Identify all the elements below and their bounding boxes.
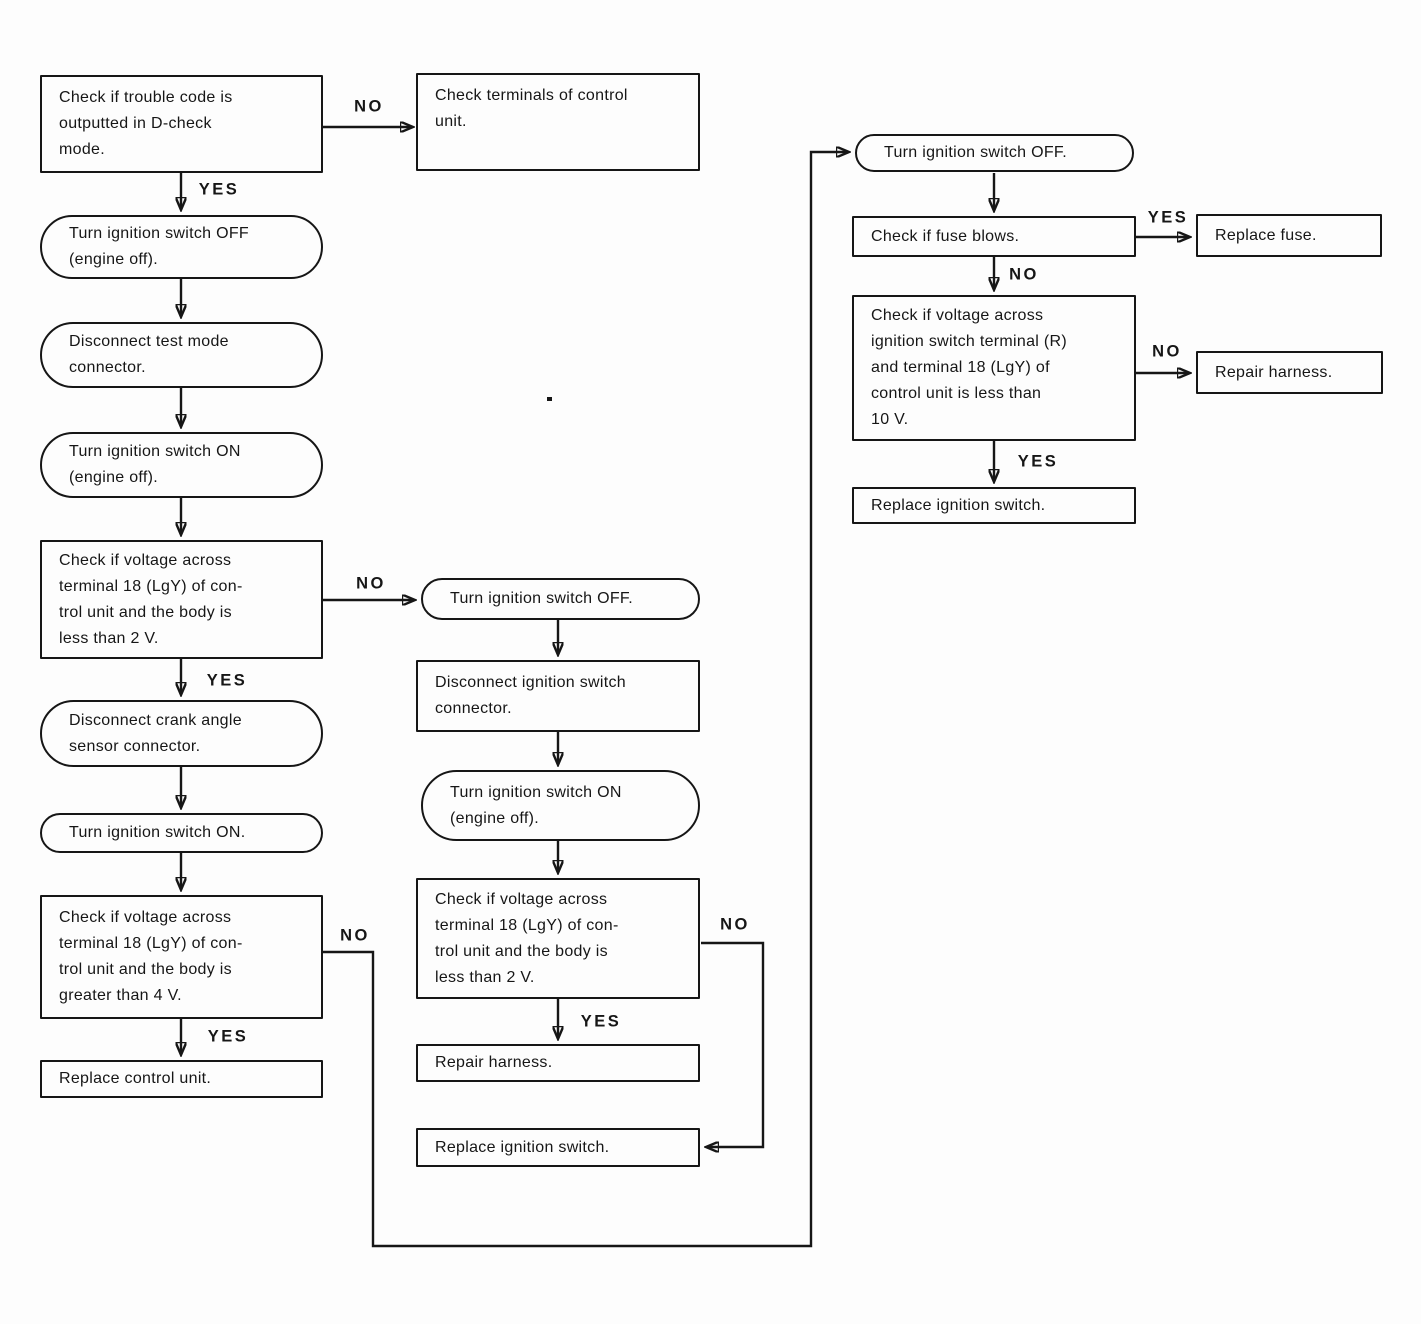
- node-check-voltage-18-greater-4v: Check if voltage across terminal 18 (LgY…: [40, 895, 323, 1019]
- node-replace-ignition-switch-right: Replace ignition switch.: [852, 487, 1136, 524]
- edge-label-no: NO: [356, 574, 386, 593]
- edge-label-no: NO: [1009, 265, 1039, 284]
- node-disconnect-crank-angle-sensor: Disconnect crank angle sensor connector.: [40, 700, 323, 767]
- node-text: Turn ignition switch OFF.: [450, 590, 633, 607]
- connector-check2vmid-no-to-replaceign: [701, 941, 765, 1147]
- node-ignition-off-engine-off: Turn ignition switch OFF (engine off).: [40, 215, 323, 279]
- edge-label-yes: YES: [1147, 208, 1189, 227]
- node-text: Disconnect ignition switch connector.: [435, 674, 626, 717]
- node-replace-control-unit: Replace control unit.: [40, 1060, 323, 1098]
- node-text: Check if voltage across terminal 18 (LgY…: [435, 890, 619, 986]
- node-text: Check terminals of control unit.: [435, 87, 628, 130]
- node-text: Repair harness.: [1215, 363, 1333, 381]
- node-text: Turn ignition switch OFF (engine off).: [69, 225, 249, 268]
- node-ignition-on-left: Turn ignition switch ON.: [40, 813, 323, 853]
- edge-label-yes: YES: [198, 180, 240, 199]
- edge-label-no: NO: [354, 97, 384, 116]
- node-text: Check if voltage across terminal 18 (LgY…: [59, 551, 243, 647]
- node-ignition-off-mid: Turn ignition switch OFF.: [421, 578, 700, 620]
- node-text: Replace ignition switch.: [871, 496, 1046, 514]
- node-check-voltage-18-less-2v-left: Check if voltage across terminal 18 (LgY…: [40, 540, 323, 659]
- edge-label-no: NO: [340, 926, 370, 945]
- node-replace-ignition-switch-mid: Replace ignition switch.: [416, 1128, 700, 1167]
- node-ignition-on-engine-off-mid: Turn ignition switch ON (engine off).: [421, 770, 700, 841]
- node-text: Check if trouble code is outputted in D-…: [59, 89, 233, 158]
- node-text: Check if voltage across ignition switch …: [871, 307, 1068, 428]
- edge-label-yes: YES: [1017, 452, 1059, 471]
- edge-label-no: NO: [720, 915, 750, 934]
- node-ignition-off-right: Turn ignition switch OFF.: [855, 134, 1134, 172]
- node-text: Disconnect test mode connector.: [69, 333, 229, 376]
- node-disconnect-ignition-switch-connector: Disconnect ignition switch connector.: [416, 660, 700, 732]
- node-check-fuse-blows: Check if fuse blows.: [852, 216, 1136, 257]
- node-text: Turn ignition switch ON (engine off).: [450, 783, 622, 827]
- node-text: Disconnect crank angle sensor connector.: [69, 711, 242, 755]
- edge-label-yes: YES: [580, 1012, 622, 1031]
- edge-label-yes: YES: [207, 1027, 249, 1046]
- node-text: Turn ignition switch OFF.: [884, 144, 1067, 161]
- node-repair-harness-mid: Repair harness.: [416, 1044, 700, 1082]
- node-text: Repair harness.: [435, 1054, 553, 1071]
- node-text: Replace fuse.: [1215, 226, 1317, 244]
- node-replace-fuse: Replace fuse.: [1196, 214, 1382, 257]
- node-ignition-on-engine-off-left: Turn ignition switch ON (engine off).: [40, 432, 323, 498]
- scan-speck: [547, 397, 552, 401]
- node-check-trouble-code: Check if trouble code is outputted in D-…: [40, 75, 323, 173]
- edge-label-no: NO: [1152, 342, 1182, 361]
- node-check-voltage-18-less-2v-mid: Check if voltage across terminal 18 (LgY…: [416, 878, 700, 999]
- node-check-voltage-ignition-10v: Check if voltage across ignition switch …: [852, 295, 1136, 441]
- node-text: Replace control unit.: [59, 1070, 212, 1087]
- node-text: Turn ignition switch ON.: [69, 824, 246, 841]
- node-disconnect-test-mode-connector: Disconnect test mode connector.: [40, 322, 323, 388]
- node-repair-harness-right: Repair harness.: [1196, 351, 1383, 394]
- node-text: Check if fuse blows.: [871, 227, 1020, 245]
- node-text: Turn ignition switch ON (engine off).: [69, 443, 241, 486]
- edge-label-yes: YES: [206, 671, 248, 690]
- node-text: Check if voltage across terminal 18 (LgY…: [59, 909, 243, 1004]
- node-check-terminals-control-unit: Check terminals of control unit.: [416, 73, 700, 171]
- node-text: Replace ignition switch.: [435, 1138, 610, 1156]
